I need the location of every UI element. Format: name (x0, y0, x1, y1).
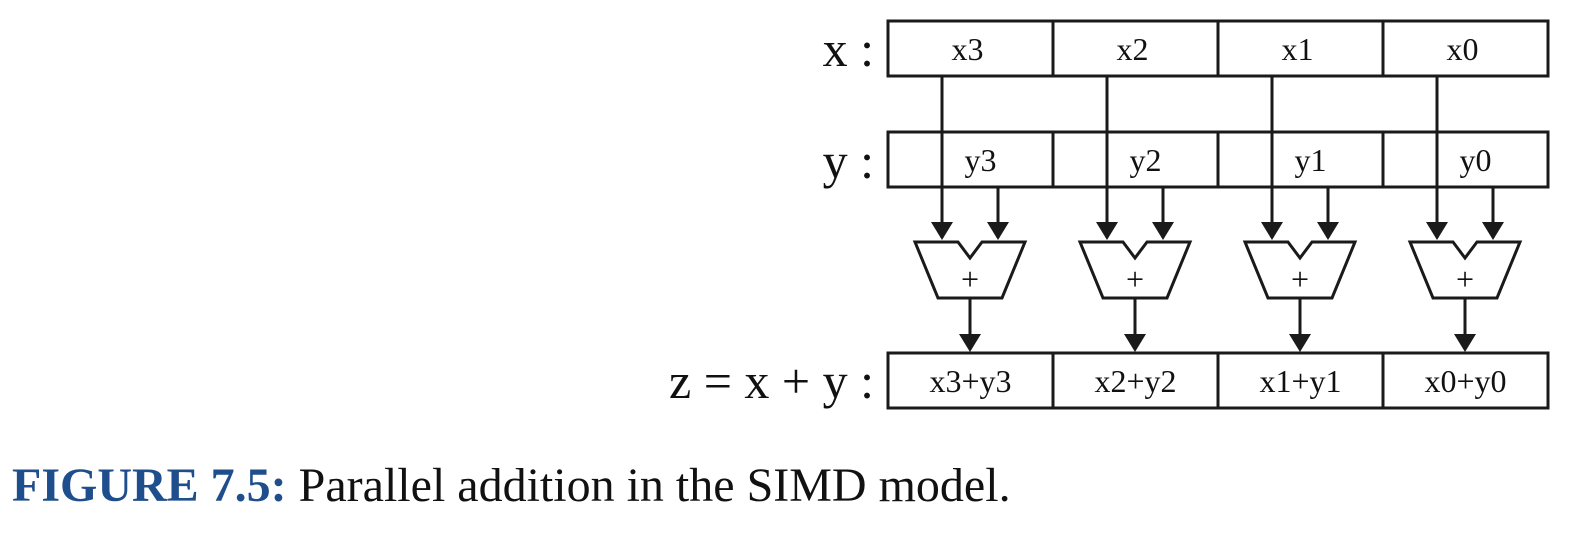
arrow-x-1 (1096, 222, 1118, 240)
cell-y-0-text: y3 (965, 142, 997, 178)
cell-z-3 (1381, 351, 1550, 410)
cell-y-2-text: y1 (1295, 142, 1327, 178)
cell-x-2 (1216, 19, 1385, 78)
cell-x-1 (1051, 19, 1220, 78)
arrow-x-2 (1261, 222, 1283, 240)
cell-x-3-text: x0 (1447, 31, 1479, 67)
cell-y-2 (1216, 130, 1385, 189)
arrow-out-1 (1124, 334, 1146, 352)
cell-z-3-text: x0+y0 (1424, 363, 1506, 399)
row-label-z: z = x + y : (669, 353, 874, 409)
cell-z-1 (1051, 351, 1220, 410)
adder-units: + + + + (912, 240, 1523, 300)
cell-y-3-text: y0 (1460, 142, 1492, 178)
row-label-y: y : (823, 133, 874, 189)
adder-0-plus: + (961, 261, 979, 297)
cell-x-3 (1381, 19, 1550, 78)
arrow-y-0 (987, 222, 1009, 240)
cell-x-0-text: x3 (952, 31, 984, 67)
row-label-x: x : (823, 21, 874, 77)
cell-y-1 (1051, 130, 1220, 189)
adder-1 (1077, 240, 1193, 300)
arrow-y-2 (1317, 222, 1339, 240)
cell-x-1-text: x2 (1117, 31, 1149, 67)
adder-3 (1407, 240, 1523, 300)
adder-2 (1242, 240, 1358, 300)
cell-y-0 (886, 130, 1055, 189)
adder-0 (912, 240, 1028, 300)
arrow-y-1 (1152, 222, 1174, 240)
register-z: x3+y3 x2+y2 x1+y1 x0+y0 (886, 351, 1550, 410)
cell-x-0 (886, 19, 1055, 78)
simd-diagram: x : y : z = x + y : x3 x2 x1 x0 y3 y2 y1 y0 x3… (669, 19, 1550, 410)
adder-3-plus: + (1456, 261, 1474, 297)
cell-y-3 (1381, 130, 1550, 189)
register-y: y3 y2 y1 y0 (886, 130, 1550, 189)
arrow-out-2 (1289, 334, 1311, 352)
data-wires (931, 76, 1504, 352)
arrow-out-0 (959, 334, 981, 352)
arrow-out-3 (1454, 334, 1476, 352)
arrow-x-0 (931, 222, 953, 240)
cell-z-0 (886, 351, 1055, 410)
adder-2-plus: + (1291, 261, 1309, 297)
arrow-y-3 (1482, 222, 1504, 240)
adder-1-plus: + (1126, 261, 1144, 297)
cell-z-0-text: x3+y3 (929, 363, 1011, 399)
cell-x-2-text: x1 (1282, 31, 1314, 67)
figure-caption: FIGURE 7.5: Parallel addition in the SIM… (12, 462, 1011, 510)
arrow-x-3 (1426, 222, 1448, 240)
cell-z-1-text: x2+y2 (1094, 363, 1176, 399)
caption-label: FIGURE 7.5: (12, 459, 287, 512)
register-x: x3 x2 x1 x0 (886, 19, 1550, 78)
cell-z-2-text: x1+y1 (1259, 363, 1341, 399)
caption-text: Parallel addition in the SIMD model. (286, 459, 1011, 512)
cell-y-1-text: y2 (1130, 142, 1162, 178)
